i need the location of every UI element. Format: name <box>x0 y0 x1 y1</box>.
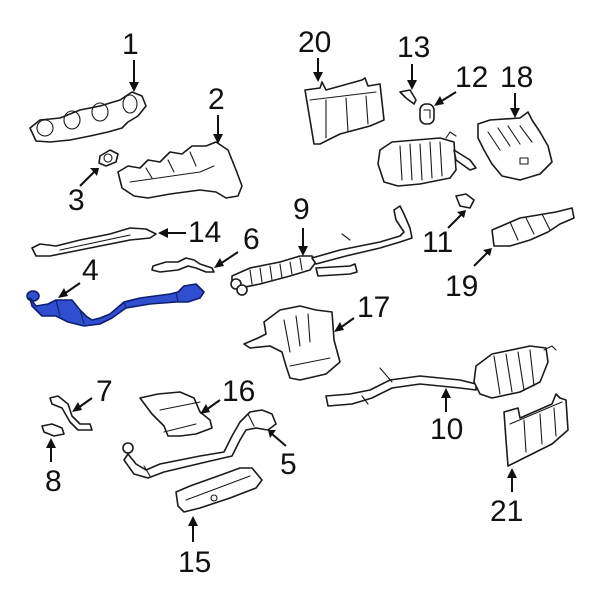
callout-4: 4 <box>82 254 99 287</box>
callout-13: 13 <box>397 31 431 64</box>
callout-9: 9 <box>293 193 310 226</box>
callout-2: 2 <box>208 83 225 116</box>
callout-3: 3 <box>68 184 85 217</box>
part-14-heat-shield[interactable] <box>31 227 157 257</box>
part-13-clip[interactable] <box>399 89 417 105</box>
part-1-manifold-gasket[interactable] <box>29 91 147 143</box>
callout-6: 6 <box>243 223 260 256</box>
part-17-heat-shield[interactable] <box>243 305 341 381</box>
callout-5: 5 <box>280 448 297 481</box>
callout-20: 20 <box>298 26 332 59</box>
callout-10: 10 <box>430 413 464 446</box>
part-6-bracket[interactable] <box>151 257 215 273</box>
rear-muffler-upper[interactable] <box>377 131 477 187</box>
part-7-bracket[interactable] <box>49 395 93 431</box>
callout-1: 1 <box>122 28 139 61</box>
callout-11: 11 <box>422 226 454 259</box>
part-5-catalytic-converter[interactable] <box>122 409 277 479</box>
part-18-heat-shield[interactable] <box>477 111 553 181</box>
part-16-heat-shield[interactable] <box>139 391 213 437</box>
callout-17: 17 <box>357 291 391 324</box>
callout-15: 15 <box>178 546 212 579</box>
callout-21: 21 <box>490 495 524 528</box>
part-2-exhaust-manifold[interactable] <box>117 141 243 199</box>
callout-12: 12 <box>455 61 489 94</box>
part-9-resonator-pipe[interactable] <box>230 205 413 296</box>
part-3-flange-gasket[interactable] <box>98 149 119 167</box>
part-4-catalytic-converter-pipe[interactable] <box>26 283 205 327</box>
callout-16: 16 <box>222 375 256 408</box>
part-10-rear-pipe-muffler[interactable] <box>325 345 557 407</box>
callout-8: 8 <box>45 465 62 498</box>
part-19-heat-shield[interactable] <box>491 207 575 247</box>
part-21-heat-shield[interactable] <box>503 393 569 467</box>
part-8-clip[interactable] <box>41 423 65 437</box>
callout-19: 19 <box>445 270 479 303</box>
callout-18: 18 <box>500 61 534 94</box>
part-20-heat-shield[interactable] <box>304 77 385 145</box>
leader-arrows <box>46 58 520 542</box>
part-11-bracket[interactable] <box>455 193 475 209</box>
part-12-rubber-hanger[interactable] <box>419 103 435 125</box>
callout-7: 7 <box>96 375 113 408</box>
callout-14: 14 <box>188 216 222 249</box>
part-15-heat-shield[interactable] <box>175 467 263 513</box>
